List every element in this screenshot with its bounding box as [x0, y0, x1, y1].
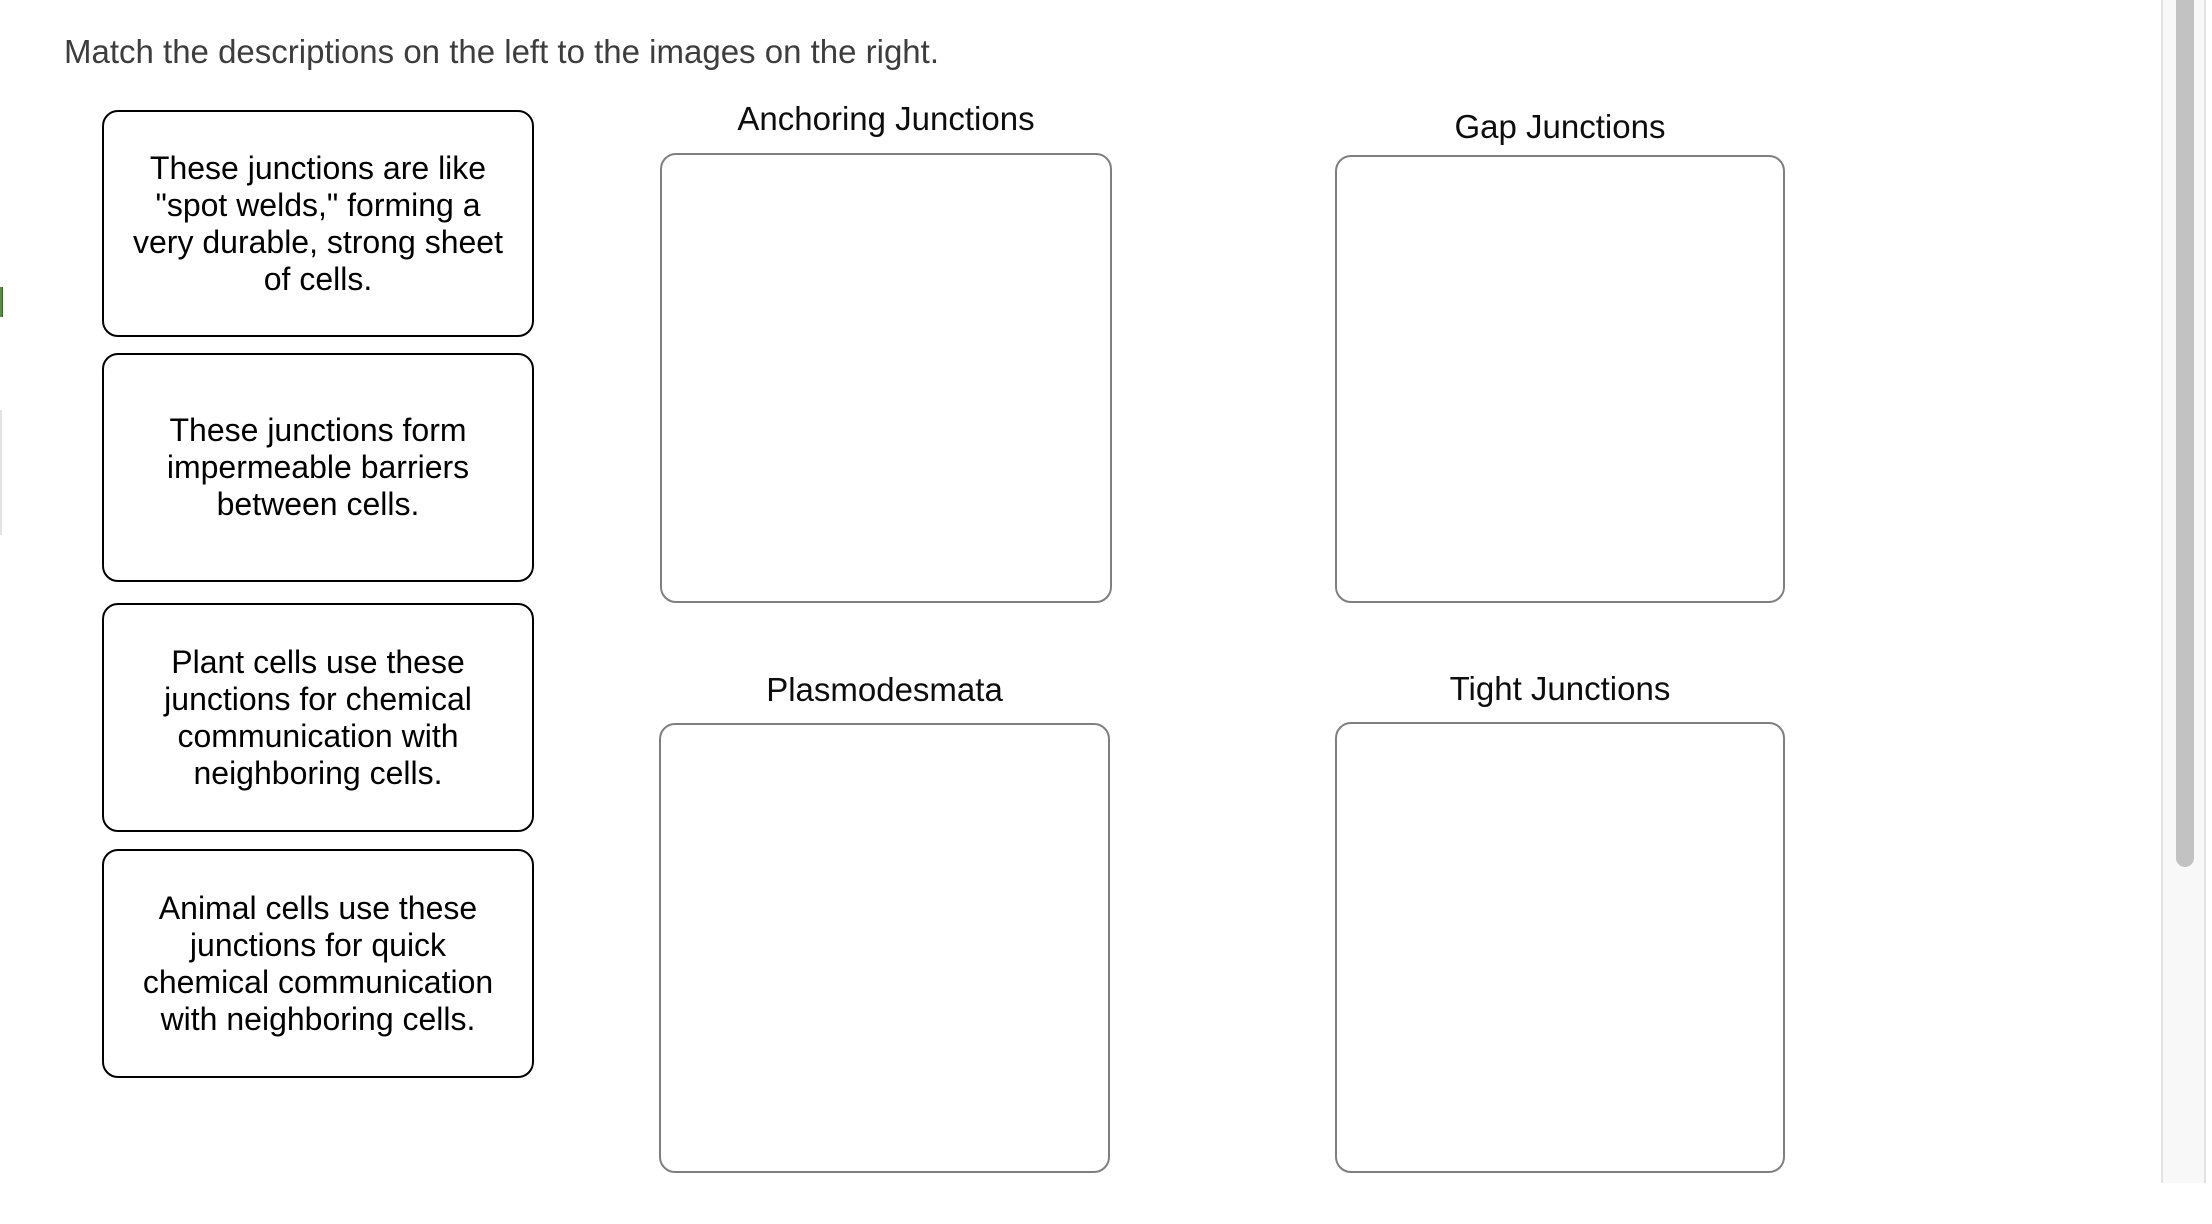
- drop-target-label-plasmodesmata: Plasmodesmata: [766, 671, 1003, 708]
- description-card-plant-cells[interactable]: Plant cells use these junctions for chem…: [102, 603, 534, 832]
- drop-target-label-gap-junctions: Gap Junctions: [1454, 108, 1666, 145]
- drop-target-box-tight-junctions[interactable]: [1335, 722, 1785, 1173]
- description-card-spot-welds[interactable]: These junctions are like "spot welds," f…: [102, 110, 534, 337]
- description-card-text: Animal cells use these junctions for qui…: [142, 889, 494, 1037]
- description-card-text: These junctions are like "spot welds," f…: [133, 149, 503, 297]
- description-card-impermeable-barriers[interactable]: These junctions form impermeable barrier…: [102, 353, 534, 582]
- description-card-text: Plant cells use these junctions for chem…: [164, 643, 472, 791]
- drop-target-box-plasmodesmata[interactable]: [659, 723, 1110, 1173]
- description-card-animal-cells[interactable]: Animal cells use these junctions for qui…: [102, 849, 534, 1078]
- drop-target-box-gap-junctions[interactable]: [1335, 155, 1785, 603]
- drop-target-label-anchoring-junctions: Anchoring Junctions: [737, 100, 1035, 137]
- activity-instructions: Match the descriptions on the left to th…: [64, 33, 939, 70]
- clipped-left-edge-element: [0, 287, 3, 317]
- drop-target-box-anchoring-junctions[interactable]: [660, 153, 1112, 603]
- description-card-text: These junctions form impermeable barrier…: [166, 412, 470, 522]
- left-edge-divider: [0, 410, 2, 535]
- drop-target-label-tight-junctions: Tight Junctions: [1449, 670, 1671, 707]
- scrollbar-thumb[interactable]: [2176, 0, 2194, 867]
